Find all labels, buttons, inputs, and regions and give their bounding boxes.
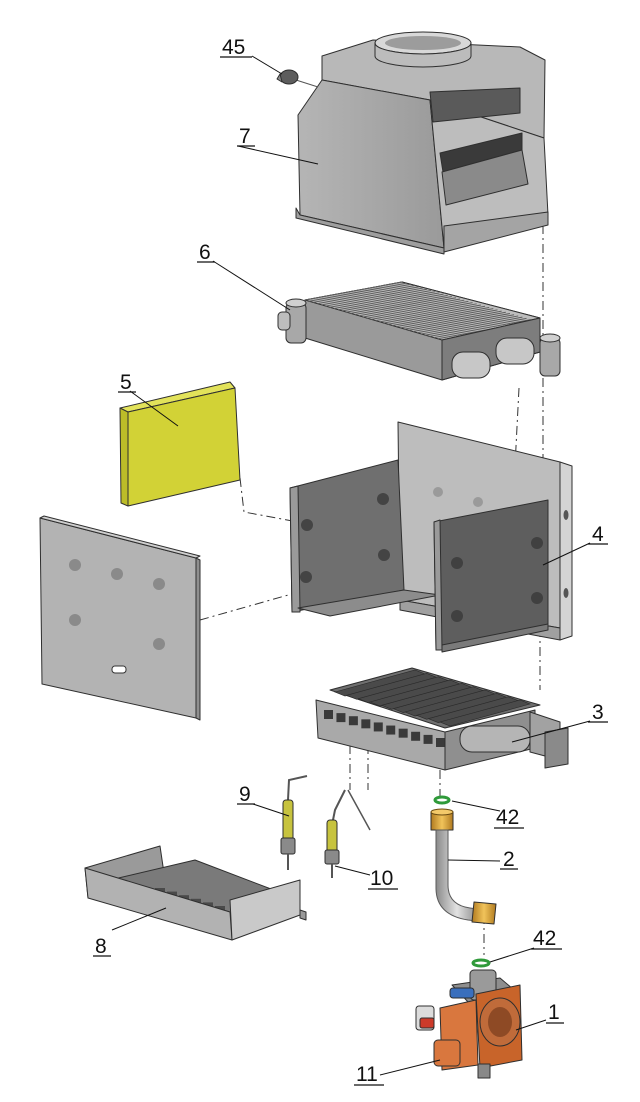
svg-text:3: 3: [592, 701, 604, 724]
fin-line: [350, 294, 448, 314]
callout-11: 11: [354, 1063, 384, 1086]
burner-slot: [324, 710, 333, 719]
svg-text:11: 11: [356, 1063, 378, 1086]
fin-line: [408, 311, 506, 331]
exchanger-fins: [304, 281, 540, 341]
tray-slot: [155, 888, 165, 892]
fin-line: [433, 319, 531, 339]
tray-slot: [203, 902, 213, 907]
fin-line: [333, 289, 432, 309]
fin-line: [425, 316, 523, 336]
fin-line: [421, 315, 519, 335]
callout-7: 7: [237, 125, 255, 148]
fin-line: [317, 285, 415, 305]
svg-text:5: 5: [120, 371, 132, 394]
svg-text:9: 9: [239, 783, 251, 806]
fin-line: [313, 283, 411, 303]
svg-text:6: 6: [199, 241, 211, 264]
fin-line: [416, 314, 515, 334]
tray-slots: [155, 888, 225, 910]
callout-10: 10: [368, 867, 398, 890]
burner-bars: [334, 669, 531, 727]
burner-slot: [411, 731, 421, 741]
fin-line: [379, 303, 477, 323]
fin-line: [329, 288, 428, 308]
callout-42-upper: 42: [494, 806, 524, 829]
fin-line: [354, 296, 452, 316]
fin-line: [404, 310, 502, 330]
svg-text:10: 10: [370, 867, 393, 890]
ignition-electrodes: [280, 775, 371, 878]
burner-slot: [398, 728, 408, 738]
callout-4: 4: [588, 523, 608, 546]
fin-line: [392, 306, 490, 326]
fin-line: [342, 292, 440, 312]
callout-2: 2: [500, 848, 518, 871]
burner-slot: [336, 713, 346, 723]
fin-line: [387, 305, 486, 325]
tray-slot: [179, 895, 189, 900]
fin-line: [412, 313, 511, 333]
fin-line: [358, 297, 457, 317]
callout-leaders: [111, 55, 591, 1076]
fin-line: [309, 282, 407, 302]
fin-line: [304, 281, 403, 301]
callout-45: 45: [220, 36, 252, 59]
gas-valve: [415, 969, 523, 1079]
thermostat-sensor: [276, 69, 319, 88]
burner-slot: [423, 734, 433, 744]
burner-assembly: [315, 667, 569, 771]
svg-text:2: 2: [503, 848, 515, 871]
burner-slot: [386, 725, 396, 735]
fin-line: [429, 317, 527, 337]
burner-bar: [439, 699, 531, 727]
burner-slot: [436, 738, 445, 747]
chamber-holes: [300, 487, 569, 622]
svg-text:8: 8: [95, 935, 107, 958]
fin-line: [400, 309, 498, 329]
insulation-panel: [119, 381, 241, 507]
rear-panel: [39, 515, 201, 721]
tray-slot: [191, 898, 201, 903]
fin-line: [367, 299, 465, 319]
fin-line: [321, 286, 419, 306]
fin-line: [346, 293, 444, 313]
callout-5: 5: [118, 371, 136, 394]
svg-text:42: 42: [533, 927, 556, 950]
callout-8: 8: [93, 935, 111, 958]
fin-line: [396, 308, 494, 328]
fin-line: [325, 287, 423, 307]
burner-slot: [373, 722, 383, 732]
heat-exchanger: [277, 281, 561, 381]
gas-pipe: [430, 795, 497, 968]
svg-text:7: 7: [239, 125, 251, 148]
tray-slot: [167, 891, 177, 896]
fin-line: [375, 302, 473, 322]
callout-9: 9: [237, 783, 255, 806]
combustion-chamber: [289, 421, 573, 653]
flue-hood: [295, 31, 549, 255]
fin-line: [371, 300, 469, 320]
bottom-tray: [84, 845, 307, 941]
callout-3: 3: [588, 701, 608, 724]
callout-6: 6: [197, 241, 215, 264]
fin-line: [363, 298, 461, 318]
tray-slot: [215, 906, 225, 910]
burner-slot: [361, 719, 371, 729]
callout-42-lower: 42: [531, 927, 562, 950]
svg-text:45: 45: [222, 36, 245, 59]
fin-line: [383, 304, 481, 324]
fin-line: [338, 291, 436, 311]
svg-text:4: 4: [592, 523, 604, 546]
callout-1: 1: [546, 1001, 564, 1024]
svg-text:1: 1: [548, 1001, 560, 1024]
svg-text:42: 42: [496, 806, 519, 829]
callout-labels: 45 7 6 5 4 3 9 42: [93, 36, 608, 1086]
burner-slots: [324, 710, 445, 747]
burner-slot: [348, 716, 358, 726]
